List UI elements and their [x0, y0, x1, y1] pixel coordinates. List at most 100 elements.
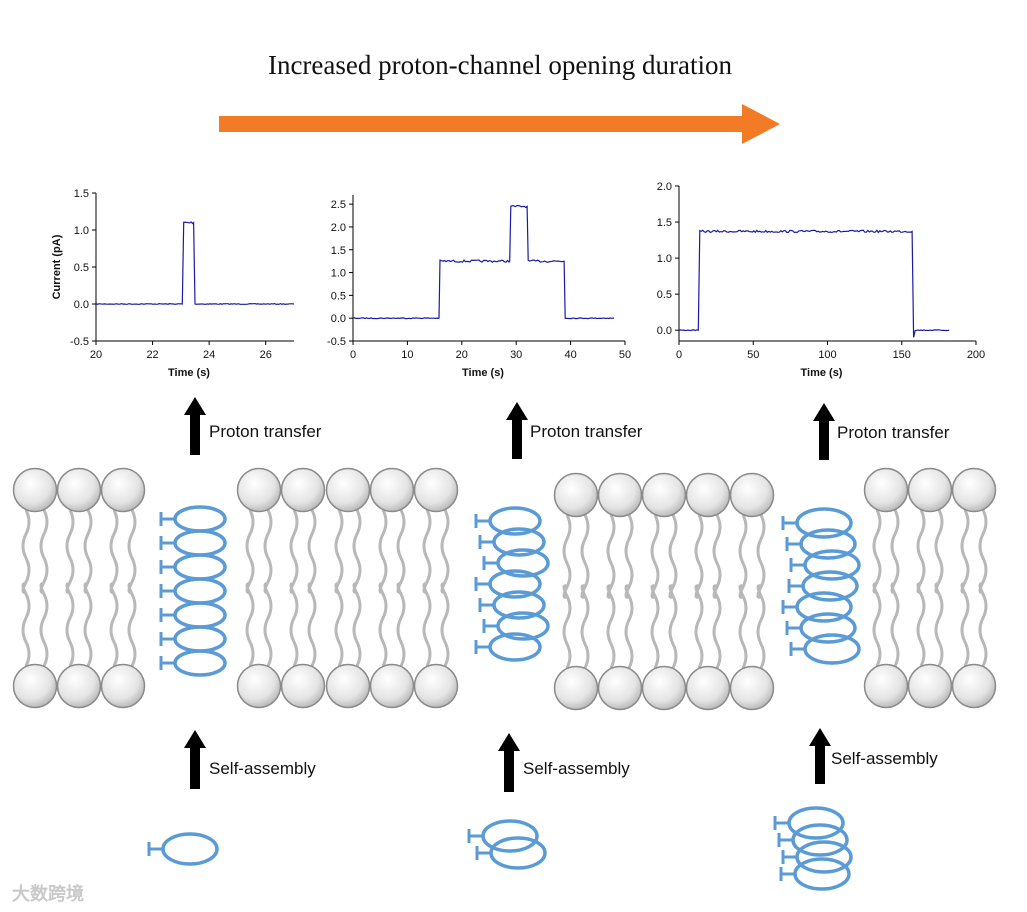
lipid-head	[951, 663, 997, 709]
lipid-tail	[978, 582, 988, 667]
lipid-tail	[127, 582, 137, 667]
y-tick-label: 1.0	[657, 253, 672, 265]
lipid-tail	[978, 509, 988, 594]
y-tick-label: -0.5	[327, 336, 346, 348]
lipid-tail	[245, 509, 255, 594]
helix-ring	[173, 601, 227, 629]
arrow-shaft	[190, 746, 200, 789]
lipid-tail	[712, 584, 722, 669]
self-assembly-arrow-1	[184, 730, 206, 789]
helix-ring	[793, 857, 851, 891]
helix-ring	[489, 836, 547, 870]
y-tick-label: 1.0	[331, 268, 346, 280]
lipid-head	[325, 663, 371, 709]
lipid-tail	[422, 509, 432, 594]
lipid-tail	[668, 584, 678, 669]
lipid-head	[413, 467, 459, 513]
lipid-tail	[352, 582, 362, 667]
lipid-tail	[334, 582, 344, 667]
lipid-head	[236, 467, 282, 513]
lipid-tail	[307, 582, 317, 667]
arrow-shaft	[815, 744, 825, 784]
channel-helices-1	[159, 505, 227, 677]
process-arrows	[184, 397, 835, 792]
lipid-tail	[65, 582, 75, 667]
lipid-tail	[960, 582, 970, 667]
arrow-shaft	[819, 419, 829, 460]
lipid-tail	[378, 509, 388, 594]
lipid-tail	[916, 509, 926, 594]
lipid-tail	[624, 584, 634, 669]
lipid-tail	[263, 509, 273, 594]
lipid-tail	[562, 584, 572, 669]
lipid-head	[729, 665, 775, 711]
proton-transfer-arrow-3	[813, 403, 835, 460]
x-tick-label: 20	[456, 349, 468, 361]
current-trace	[678, 229, 950, 338]
self-assembly-label-3: Self-assembly	[831, 749, 938, 768]
y-tick-label: 0.5	[657, 289, 672, 301]
membrane-segment-2	[236, 467, 459, 709]
lipid-tail	[21, 582, 31, 667]
lipid-tail	[39, 509, 49, 594]
helix-assemblies	[147, 505, 861, 891]
proton-transfer-label-2: Proton transfer	[530, 422, 643, 441]
lipid-tail	[396, 509, 406, 594]
watermark: 大数跨境	[12, 884, 84, 905]
helix-ring	[173, 649, 227, 677]
proton-transfer-arrow-2	[506, 402, 528, 459]
lipid-tail	[422, 582, 432, 667]
helix-ring	[481, 819, 539, 853]
proton-transfer-label-1: Proton transfer	[209, 422, 322, 441]
x-tick-label: 0	[676, 349, 682, 361]
lipid-head	[597, 472, 643, 518]
lipid-tail	[650, 584, 660, 669]
lipid-tail	[738, 584, 748, 669]
helix-ring	[795, 840, 853, 874]
y-tick-label: 0.0	[657, 325, 672, 337]
lipid-head	[280, 467, 326, 513]
arrow-head	[498, 733, 520, 751]
proton-transfer-arrow-1	[184, 397, 206, 455]
lipid-head	[729, 472, 775, 518]
lipid-head	[236, 663, 282, 709]
lipid-tail	[289, 509, 299, 594]
lipid-tail	[606, 584, 616, 669]
helix-ring	[173, 505, 227, 533]
lipid-membrane	[12, 467, 997, 711]
x-tick-label: 50	[747, 349, 759, 361]
self-assembly-label-2: Self-assembly	[523, 759, 630, 778]
lipid-head	[12, 663, 58, 709]
oligomer-helix-3	[773, 806, 853, 891]
membrane-segment-4	[863, 467, 997, 709]
lipid-head	[863, 467, 909, 513]
monomer-helix-1	[147, 832, 219, 866]
lipid-tail	[934, 509, 944, 594]
lipid-tail	[263, 582, 273, 667]
self-assembly-arrow-2	[498, 733, 520, 792]
lipid-head	[369, 663, 415, 709]
helix-ring	[173, 553, 227, 581]
lipid-tail	[872, 509, 882, 594]
lipid-head	[553, 665, 599, 711]
x-tick-label: 10	[401, 349, 413, 361]
arrow-head	[506, 402, 528, 420]
lipid-head	[100, 663, 146, 709]
x-tick-label: 50	[619, 349, 631, 361]
lipid-head	[641, 472, 687, 518]
lipid-tail	[378, 582, 388, 667]
lipid-tail	[934, 582, 944, 667]
x-tick-label: 150	[893, 349, 911, 361]
direction-arrow	[219, 104, 780, 144]
y-tick-label: 1.5	[74, 188, 89, 200]
self-assembly-arrow-3	[809, 728, 831, 784]
y-tick-label: 0.0	[331, 313, 346, 325]
lipid-tail	[694, 584, 704, 669]
arrow-shaft	[190, 413, 200, 455]
y-tick-label: 1.0	[74, 225, 89, 237]
dimer-helix-2	[467, 819, 547, 870]
